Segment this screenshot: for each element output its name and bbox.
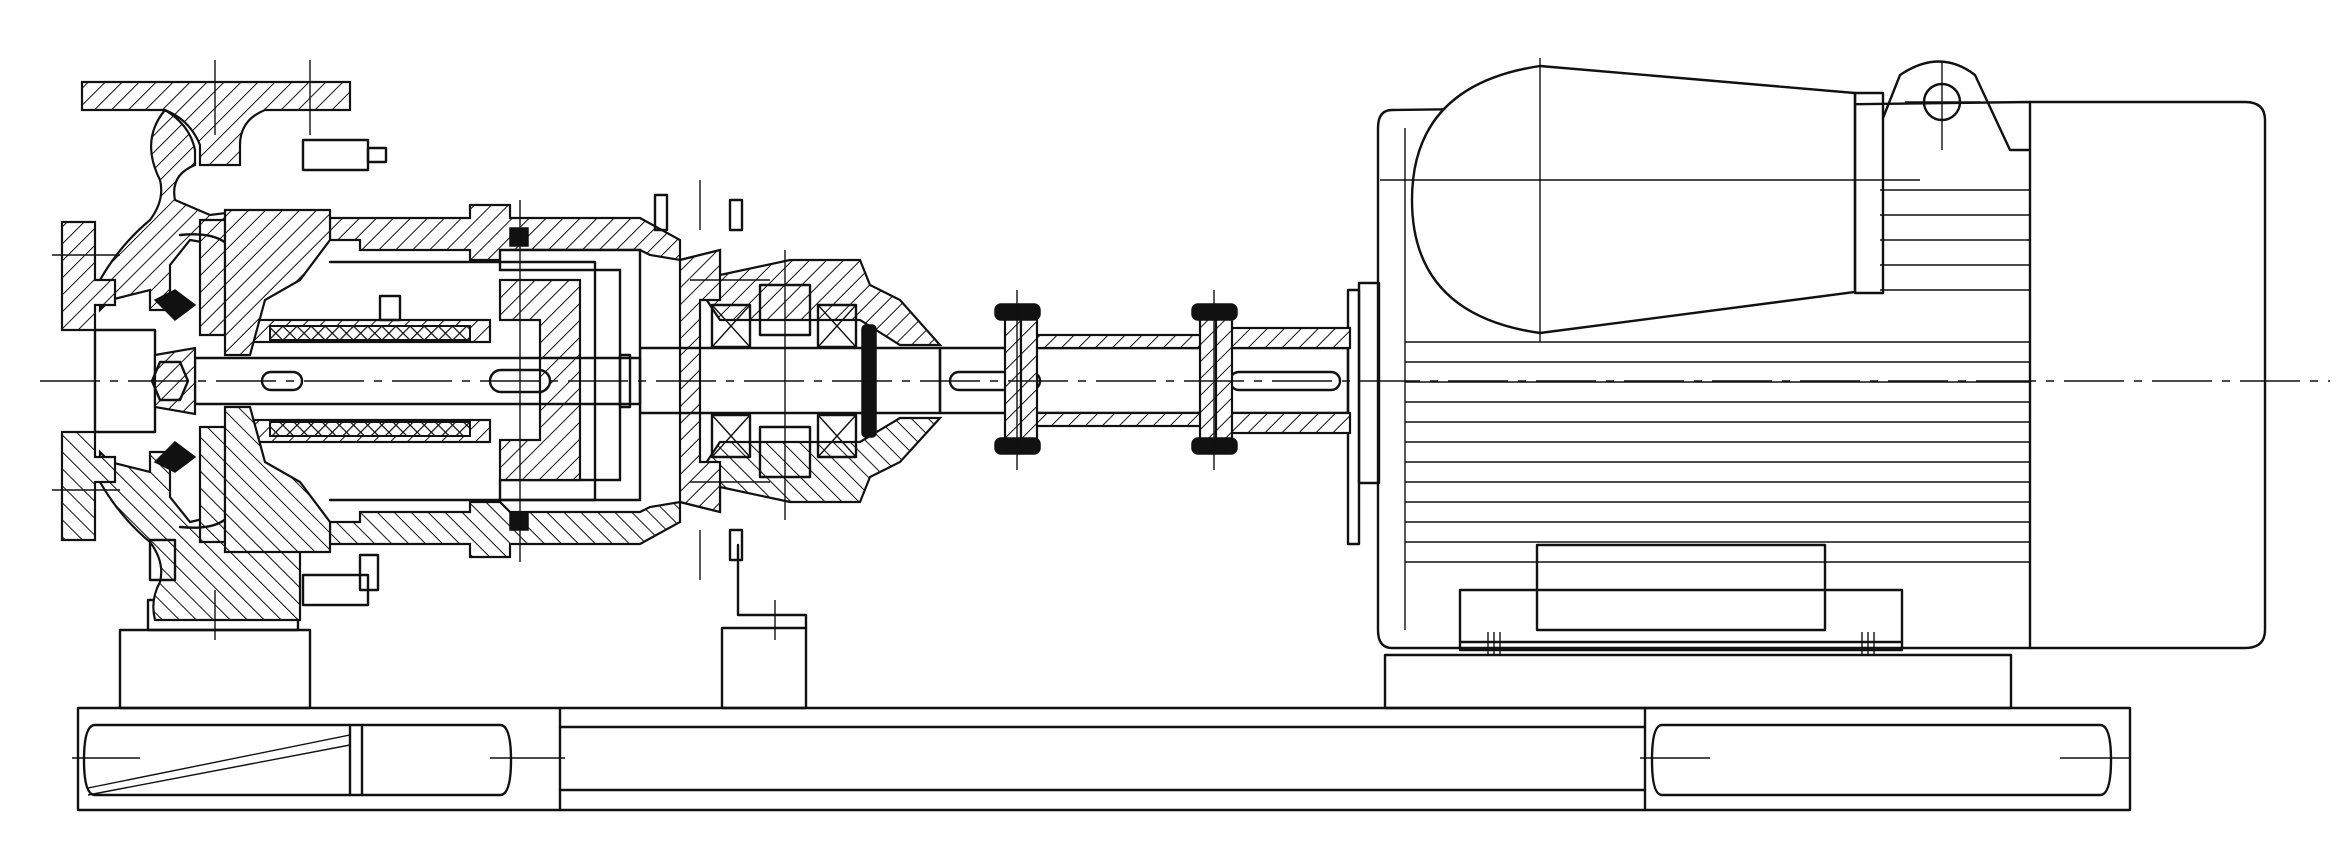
terminal-box: [1380, 58, 1920, 342]
impeller-icon: [153, 218, 237, 544]
base-frame: [72, 706, 2132, 812]
flexible-coupling: [938, 290, 1352, 470]
motor-base: [1383, 543, 2013, 710]
electric-motor: [1346, 58, 2267, 650]
pump-casing: [52, 60, 388, 640]
lifting-eye-icon: [1881, 60, 2032, 152]
bearing-housing: [638, 248, 943, 520]
motor-fins: [1405, 189, 2030, 563]
